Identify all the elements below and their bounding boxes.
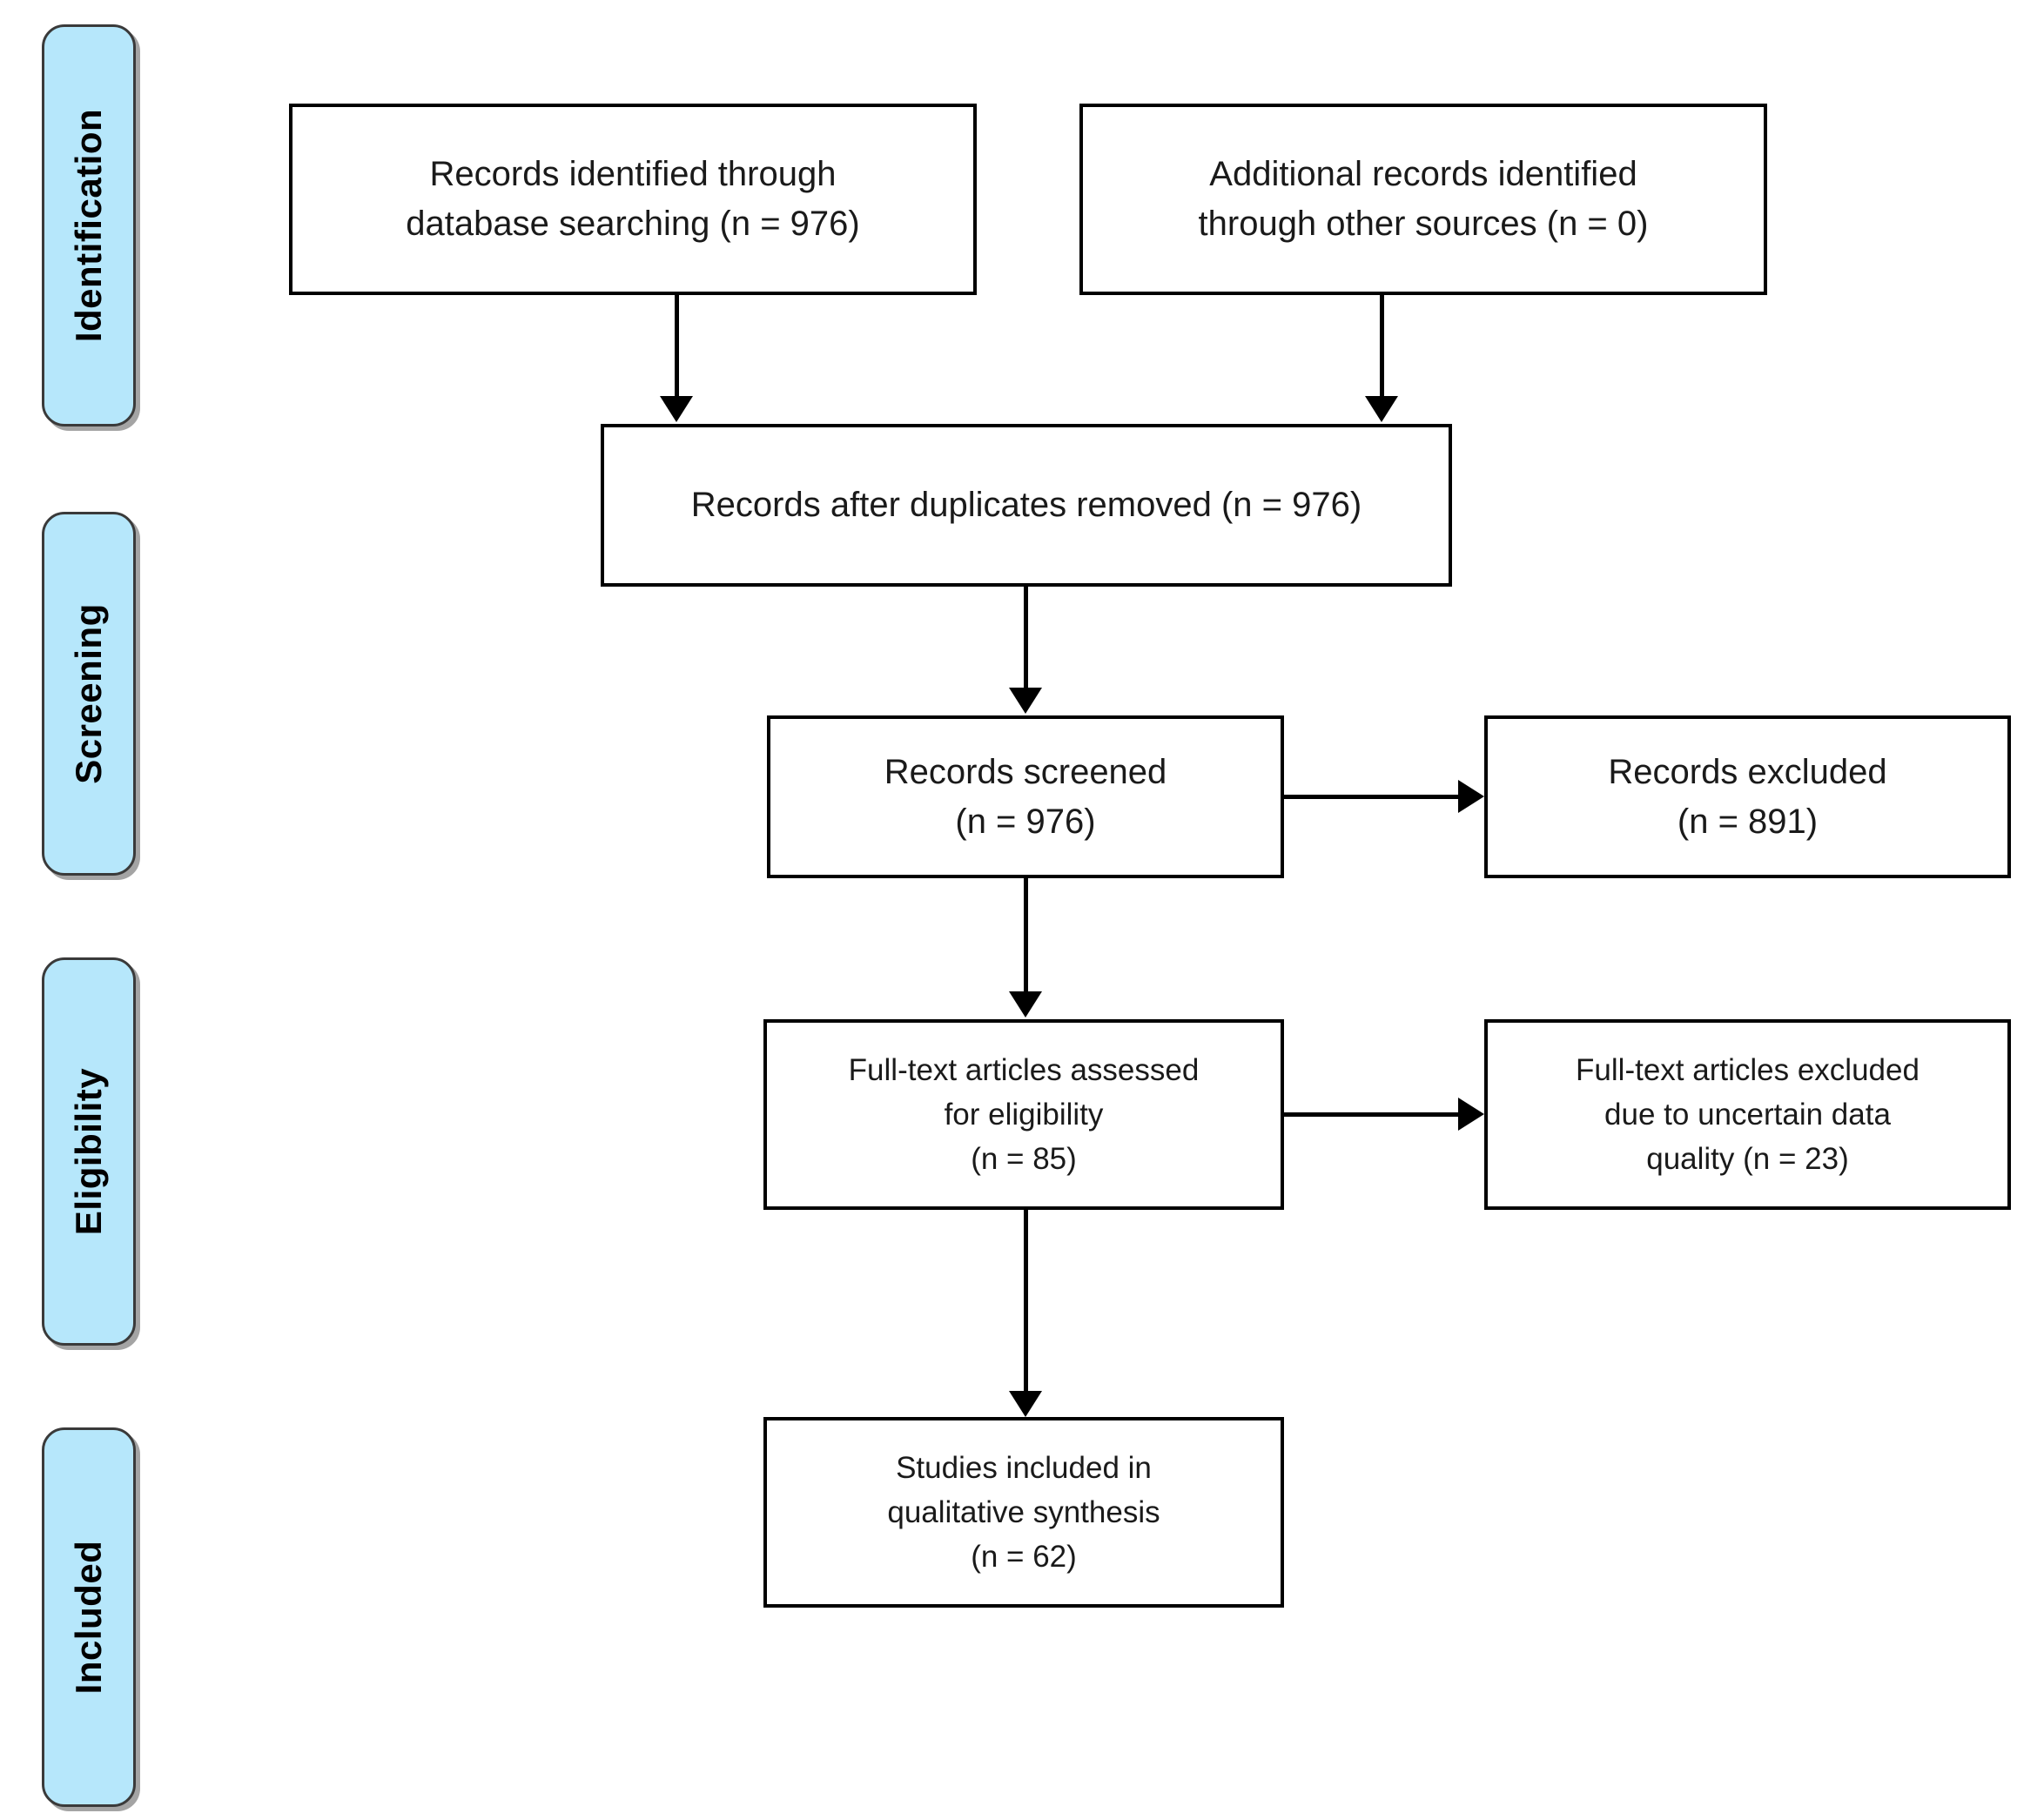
stage-label-screening: Screening [68, 603, 109, 784]
connector-additional-to-duplicates-arrow [1365, 396, 1398, 422]
connector-fulltext-to-excluded-line [1284, 1112, 1460, 1117]
stage-label-identification: Identification [68, 108, 109, 343]
connector-fulltext-to-excluded-arrow [1458, 1098, 1484, 1131]
connector-additional-to-duplicates-line [1380, 295, 1384, 398]
box-records-screened-text: Records screened (n = 976) [884, 752, 1167, 841]
stage-label-included: Included [68, 1540, 109, 1695]
connector-identified-to-duplicates-arrow [660, 396, 693, 422]
stage-label-eligibility: Eligibility [68, 1067, 109, 1236]
connector-fulltext-to-included-line [1024, 1210, 1028, 1393]
connector-identified-to-duplicates-line [675, 295, 679, 398]
box-full-text-excluded-text: Full-text articles excluded due to uncer… [1576, 1052, 1920, 1177]
connector-fulltext-to-included-arrow [1009, 1391, 1042, 1417]
box-full-text-assessed: Full-text articles assessed for eligibil… [763, 1019, 1284, 1210]
stage-band-identification: Identification [42, 24, 136, 426]
connector-duplicates-to-screened-line [1024, 587, 1028, 689]
box-records-excluded-text: Records excluded (n = 891) [1608, 752, 1887, 841]
connector-screened-to-fulltext-arrow [1009, 991, 1042, 1017]
stage-band-eligibility: Eligibility [42, 957, 136, 1346]
box-full-text-excluded: Full-text articles excluded due to uncer… [1484, 1019, 2011, 1210]
connector-screened-to-excluded-line [1284, 795, 1460, 799]
connector-screened-to-fulltext-line [1024, 878, 1028, 993]
box-records-identified-database-text: Records identified through database sear… [406, 155, 860, 243]
box-studies-included-qualitative-text: Studies included in qualitative synthesi… [887, 1450, 1160, 1575]
connector-screened-to-excluded-arrow [1458, 780, 1484, 813]
box-additional-records-other-sources-text: Additional records identified through ot… [1198, 155, 1649, 243]
stage-band-included: Included [42, 1427, 136, 1807]
box-records-identified-database: Records identified through database sear… [289, 104, 977, 295]
box-full-text-assessed-text: Full-text articles assessed for eligibil… [848, 1052, 1200, 1177]
box-records-after-duplicates-removed-text: Records after duplicates removed (n = 97… [690, 486, 1362, 525]
box-records-excluded: Records excluded (n = 891) [1484, 715, 2011, 878]
box-additional-records-other-sources: Additional records identified through ot… [1079, 104, 1767, 295]
box-records-after-duplicates-removed: Records after duplicates removed (n = 97… [601, 424, 1452, 587]
connector-duplicates-to-screened-arrow [1009, 688, 1042, 714]
box-records-screened: Records screened (n = 976) [767, 715, 1284, 878]
stage-band-screening: Screening [42, 512, 136, 876]
box-studies-included-qualitative: Studies included in qualitative synthesi… [763, 1417, 1284, 1608]
